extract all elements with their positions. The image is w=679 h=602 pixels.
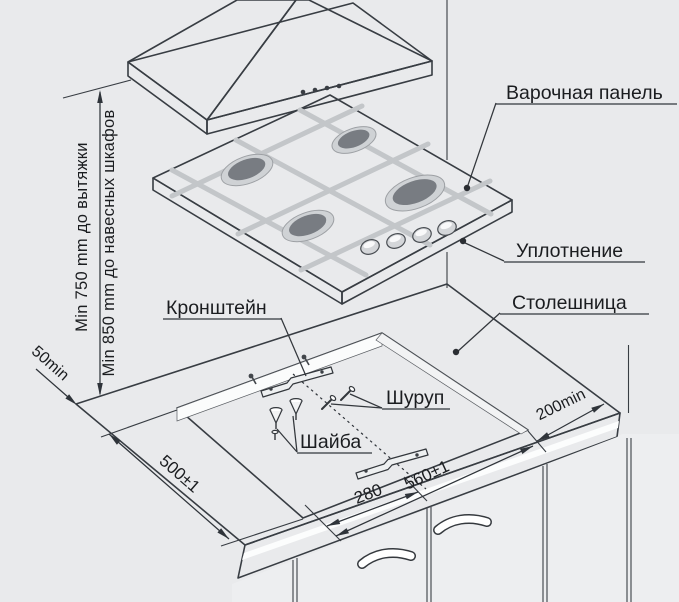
label-washer: Шайба [300,431,361,453]
hood-control-buttons [300,83,342,95]
label-countertop: Столешница [512,292,627,314]
label-screw: Шуруп [386,387,444,409]
control-knobs [360,220,457,255]
washers [269,398,303,440]
range-hood [127,0,433,135]
dim-cabinet-clearance: Min 850 mm до навесных шкафов [100,109,118,376]
mounting-bracket-back [260,366,334,398]
worktop-cutout [176,332,529,519]
wood-screws [321,385,356,410]
cabinet-door-handles [357,513,492,569]
burners [220,126,446,243]
countertop-leader-dot [452,348,460,356]
cooktop [152,94,513,305]
label-hob: Варочная панель [506,82,663,104]
dim-hood-clearance: Min 750 mm до вытяжки [73,142,91,332]
callouts: Варочная панель Уплотнение Столешница Кр… [163,82,677,454]
small-screws [248,354,310,385]
base-cabinets [232,434,679,602]
cabinet-door-dividers [292,438,632,602]
seal-leader-dot [459,237,467,245]
label-bracket: Кронштейн [166,297,267,319]
wall-corner-lines [446,0,630,413]
cutout-right-wall [375,332,529,435]
cutout-back-wall [176,332,383,422]
dimension-lines [35,79,605,547]
hob-leader-dot [463,184,471,192]
mounting-bracket-front [355,448,429,480]
label-seal: Уплотнение [516,240,623,262]
